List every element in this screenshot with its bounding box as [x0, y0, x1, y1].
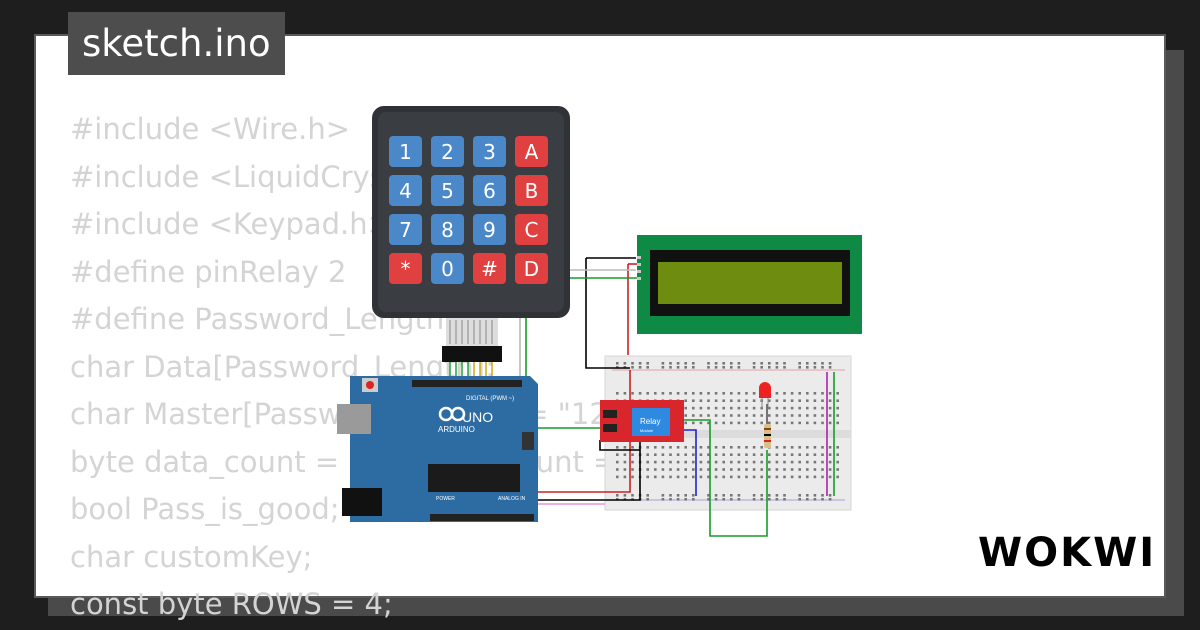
keypad-key-label: D	[524, 257, 539, 281]
keypad: 1 2 3 A 4 5 6 B 7 8 9 C * 0 # D	[372, 106, 570, 382]
relay-module: Relay Module	[600, 400, 684, 442]
arduino-uno: UNO ARDUINO DIGITAL (PWM ~) POWER ANALOG…	[337, 376, 538, 522]
keypad-key-label: A	[525, 140, 539, 164]
keypad-key-label: 0	[441, 257, 454, 281]
keypad-key-6[interactable]: 6	[473, 175, 506, 206]
keypad-key-label: 3	[483, 140, 496, 164]
lcd-display	[637, 235, 862, 334]
preview-card: #include <Wire.h>#include <LiquidCrystal…	[34, 34, 1166, 621]
arduino-infinity-icon	[438, 406, 466, 422]
arduino-model-label: UNO	[462, 409, 493, 425]
keypad-key-label: C	[525, 218, 539, 242]
keypad-key-label: 4	[399, 179, 412, 203]
keypad-key-label: 7	[399, 218, 412, 242]
keypad-key-*[interactable]: *	[389, 253, 422, 284]
code-line: bool Pass_is_good;	[70, 492, 340, 526]
keypad-key-5[interactable]: 5	[431, 175, 464, 206]
keypad-key-0[interactable]: 0	[431, 253, 464, 284]
code-line: #include <Keypad.h>	[70, 207, 392, 241]
relay-label: Relay	[640, 417, 660, 426]
keypad-key-label: 2	[441, 140, 454, 164]
keypad-key-7[interactable]: 7	[389, 214, 422, 245]
wokwi-logo: WOKWI	[978, 530, 1157, 576]
arduino-digital-label: DIGITAL (PWM ~)	[466, 396, 514, 402]
keypad-key-label: 8	[441, 218, 454, 242]
keypad-key-B[interactable]: B	[515, 175, 548, 206]
keypad-key-D[interactable]: D	[515, 253, 548, 284]
keypad-key-label: #	[481, 257, 498, 281]
code-line: #include <Wire.h>	[70, 112, 351, 146]
code-line: char customKey;	[70, 539, 313, 574]
keypad-key-3[interactable]: 3	[473, 136, 506, 167]
keypad-key-C[interactable]: C	[515, 214, 548, 245]
keypad-key-label: *	[401, 257, 411, 281]
keypad-key-label: 1	[399, 140, 412, 164]
keypad-key-label: 6	[483, 179, 496, 203]
keypad-key-2[interactable]: 2	[431, 136, 464, 167]
code-line: #define pinRelay 2	[70, 254, 347, 289]
arduino-analog-label: ANALOG IN	[498, 496, 526, 502]
keypad-key-A[interactable]: A	[515, 136, 548, 167]
red-led	[759, 382, 771, 408]
keypad-key-8[interactable]: 8	[431, 214, 464, 245]
keypad-key-#[interactable]: #	[473, 253, 506, 284]
arduino-brand-label: ARDUINO	[438, 425, 475, 434]
keypad-key-label: 5	[441, 179, 454, 203]
resistor	[764, 424, 771, 448]
keypad-key-label: B	[525, 179, 539, 203]
keypad-key-1[interactable]: 1	[389, 136, 422, 167]
code-line: const byte ROWS = 4;	[70, 587, 393, 621]
keypad-key-label: 9	[483, 218, 496, 242]
keypad-key-9[interactable]: 9	[473, 214, 506, 245]
relay-sublabel: Module	[640, 428, 654, 433]
keypad-key-4[interactable]: 4	[389, 175, 422, 206]
file-tab[interactable]: sketch.ino	[68, 12, 285, 75]
arduino-power-label: POWER	[436, 496, 455, 502]
